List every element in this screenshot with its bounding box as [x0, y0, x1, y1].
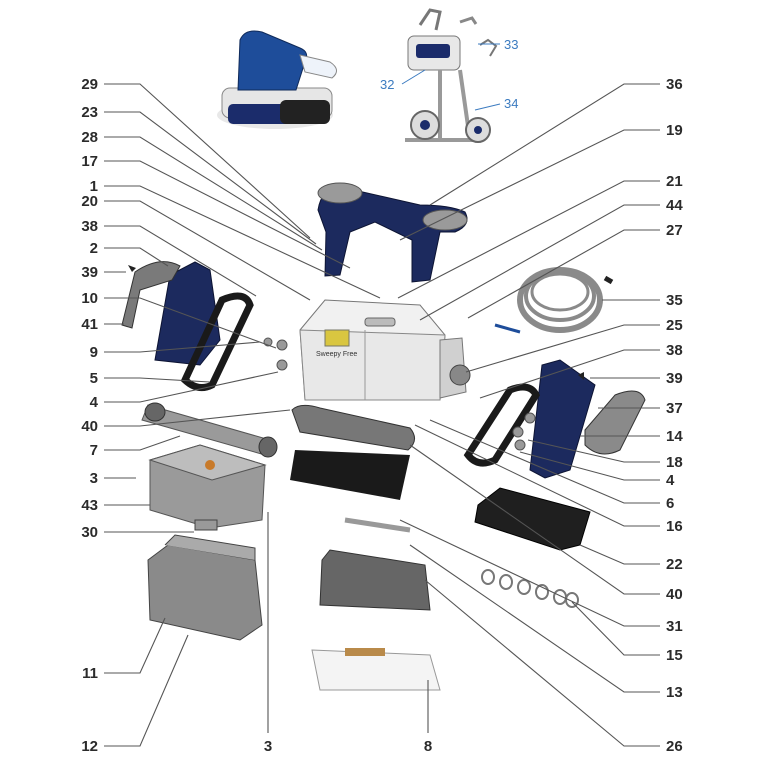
part-label: 39 [666, 370, 683, 387]
part-label: 40 [81, 418, 98, 435]
part-label: 29 [81, 76, 98, 93]
rings-part [481, 569, 579, 608]
part-label: 6 [666, 495, 674, 512]
part-label: 27 [666, 222, 683, 239]
part-label: 9 [90, 344, 98, 361]
small-parts-right [512, 372, 584, 451]
part-label: 28 [81, 129, 98, 146]
leader-lines [104, 43, 660, 747]
part-label: 4 [666, 472, 675, 489]
part-label: 3 [264, 738, 272, 755]
brush-roller-right-part [474, 487, 591, 551]
right-side-cover-part [529, 359, 646, 479]
part-labels-bottom: 3 8 [264, 738, 432, 755]
part-label: 14 [666, 428, 683, 445]
brand-text: Sweepy Free [316, 351, 357, 358]
part-label: 17 [81, 153, 98, 170]
part-label: 23 [81, 104, 98, 121]
part-label: 11 [82, 665, 98, 682]
power-cable-part [494, 267, 614, 334]
part-label: 37 [666, 400, 683, 417]
part-label: 12 [81, 738, 98, 755]
handle-part [317, 182, 468, 283]
part-label: 36 [666, 76, 683, 93]
part-label: 10 [81, 290, 98, 307]
filter-housing-part [148, 444, 267, 529]
part-label: 38 [81, 218, 98, 235]
part-label: 5 [90, 370, 98, 387]
part-label: 15 [666, 647, 683, 664]
brush-roller-left-part [141, 402, 278, 458]
part-label: 3 [90, 470, 98, 487]
part-label: 20 [81, 193, 98, 210]
part-labels-left: 29 23 28 17 1 20 38 2 39 10 41 9 5 4 40 … [81, 76, 98, 755]
part-label: 40 [666, 586, 683, 603]
part-label: 31 [666, 618, 683, 635]
part-label: 22 [666, 556, 683, 573]
part-labels-right: 36 19 21 44 27 35 25 38 39 37 14 18 4 6 … [666, 76, 683, 755]
part-label: 38 [666, 342, 683, 359]
part-label: 13 [666, 684, 683, 701]
inset-label: 32 [380, 77, 394, 92]
part-label: 30 [81, 524, 98, 541]
assembled-robot-illustration [217, 30, 337, 129]
part-label: 25 [666, 317, 683, 334]
part-label: 43 [81, 497, 98, 514]
caddy-cart-illustration [405, 8, 498, 143]
inset-label: 34 [504, 96, 518, 111]
part-label: 44 [666, 197, 683, 214]
inset-label: 33 [504, 37, 518, 52]
left-track-part [180, 292, 254, 392]
part-label: 26 [666, 738, 683, 755]
small-parts-left [128, 265, 288, 371]
part-label: 18 [666, 454, 683, 471]
part-label: 2 [90, 240, 98, 257]
brush-part [290, 404, 415, 500]
part-label: 21 [666, 173, 683, 190]
inset-labels: 33 32 34 [380, 37, 518, 111]
part-label: 39 [81, 264, 98, 281]
part-label: 19 [666, 122, 683, 139]
part-label: 7 [90, 442, 98, 459]
filter-frame-part [311, 517, 441, 691]
part-label: 8 [424, 738, 432, 755]
part-label: 4 [90, 394, 99, 411]
part-label: 1 [90, 178, 98, 195]
part-label: 35 [666, 292, 683, 309]
part-label: 16 [666, 518, 683, 535]
part-label: 41 [81, 316, 98, 333]
filter-basket-part [147, 519, 263, 641]
robot-body-part: Sweepy Free [299, 299, 471, 401]
right-track-part [463, 383, 540, 467]
